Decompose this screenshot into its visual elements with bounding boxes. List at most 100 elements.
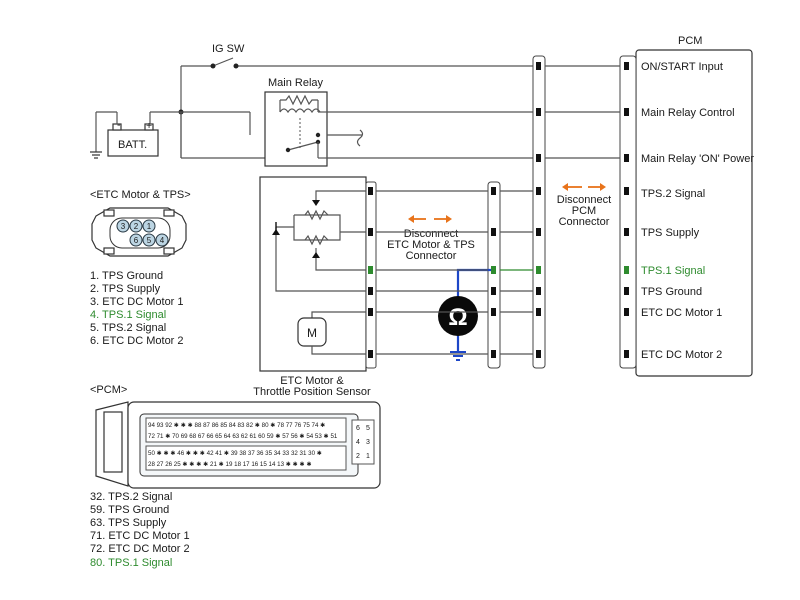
pcm-box-pin-on-start xyxy=(624,62,629,70)
pcm-connector-row: 94 93 92 ✱ ✱ ✱ 88 87 86 85 84 83 82 ✱ 80… xyxy=(148,422,325,429)
etc-connector-tab-top-right xyxy=(163,209,175,217)
motor-wire-1 xyxy=(311,311,366,318)
pcm-connector-row: 50 ✱ ✱ ✱ 46 ✱ ✱ ✱ 42 41 ✱ 39 38 37 36 35… xyxy=(148,450,322,457)
disconnect-etc-line2: ETC Motor & TPS xyxy=(387,239,475,251)
pcm-title: PCM xyxy=(678,35,702,47)
disconnect-etc-arrow-left-head xyxy=(408,215,414,223)
pcm-box-pin-tps1-signal xyxy=(624,266,629,274)
etc-connector-pin-circle-2 xyxy=(129,219,143,233)
pcm-rail-pin-tps1-signal xyxy=(536,266,541,274)
pcm-pin-label: ON/START Input xyxy=(641,61,723,73)
etc-harness-pin-etc-motor-2 xyxy=(491,350,496,358)
etc-connector-pin-number: 4 xyxy=(160,236,165,245)
pcm-pin-label: ETC DC Motor 1 xyxy=(641,307,722,319)
etc-connector-pin-circle-6 xyxy=(129,233,143,247)
disconnect-pcm-line3: Connector xyxy=(559,216,610,228)
etc-sensor-pin-tps-supply xyxy=(368,228,373,236)
etc-pin-list-item: 5. TPS.2 Signal xyxy=(90,322,166,334)
battery-plus-sign: + xyxy=(146,120,152,132)
etc-connector-pin-number: 2 xyxy=(134,222,139,231)
etc-harness-pin-tps-ground xyxy=(491,287,496,295)
pcm-connector-lower-block xyxy=(145,445,347,471)
etc-sensor-pin-tps2-signal xyxy=(368,187,373,195)
pcm-rail-pin-etc-motor-2 xyxy=(536,350,541,358)
etc-connector-pin-circle-5 xyxy=(142,233,156,247)
etc-connector-tab-top-left xyxy=(103,209,115,217)
pcm-rail-pin-etc-motor-1 xyxy=(536,308,541,316)
etc-connector-pin-circles xyxy=(116,219,169,247)
pcm-rail-pin-on-start xyxy=(536,62,541,70)
pcm-rail-pin-tps-ground xyxy=(536,287,541,295)
relay-contact xyxy=(287,141,319,151)
pcm-connector-side-pin: 1 xyxy=(366,453,370,460)
tps-resistor-1 xyxy=(304,209,329,221)
etc-pin-list-item: 6. ETC DC Motor 2 xyxy=(90,335,184,347)
pcm-pin-label: Main Relay Control xyxy=(641,107,735,119)
etc-to-harness-wires xyxy=(376,190,488,355)
etc-pin-list: 1. TPS Ground 2. TPS Supply 3. ETC DC Mo… xyxy=(90,270,184,347)
battery-label: BATT. xyxy=(118,139,147,151)
pcm-connector-row: 28 27 26 25 ✱ ✱ ✱ ✱ 21 ✱ 19 18 17 16 15 … xyxy=(148,461,312,468)
disconnect-etc-line3: Connector xyxy=(406,250,457,262)
ig-switch-blade xyxy=(212,57,234,67)
pcm-connector-side-pin: 4 xyxy=(356,439,360,446)
etc-sensor-label-line1: ETC Motor & xyxy=(280,375,344,387)
etc-connector-pin-circle-3 xyxy=(116,219,130,233)
etc-connector-pin-number: 6 xyxy=(134,236,139,245)
motor-wire-2 xyxy=(311,346,366,355)
pcm-pin-label: Main Relay 'ON' Power xyxy=(641,153,754,165)
etc-pin-list-item: 3. ETC DC Motor 1 xyxy=(90,296,184,308)
disconnect-pcm-arrows xyxy=(562,183,606,191)
pcm-pin-label-highlight: TPS.1 Signal xyxy=(641,265,705,277)
etc-connector-pin-number: 1 xyxy=(147,222,152,231)
disconnect-pcm-line2: PCM xyxy=(572,205,596,217)
pcm-pin-label: TPS.2 Signal xyxy=(641,188,705,200)
pcm-pin-label: TPS Ground xyxy=(641,286,702,298)
etc-connector-pin-circle-4 xyxy=(155,233,169,247)
pcm-connector-title: <PCM> xyxy=(90,384,127,396)
pcm-rail-pin-main-relay-on-power xyxy=(536,154,541,162)
pcm-pin-list: 32. TPS.2 Signal 59. TPS Ground 63. TPS … xyxy=(90,491,190,569)
battery-terminal-plus xyxy=(144,123,154,131)
battery-symbol xyxy=(107,129,159,157)
pcm-rail-pin-main-relay-control xyxy=(536,108,541,116)
etc-connector-pin-number: 5 xyxy=(147,236,152,245)
wire-break-symbol xyxy=(356,129,364,147)
etc-connector-tab-bottom-right xyxy=(163,247,175,255)
pcm-rail-pin-tps2-signal xyxy=(536,187,541,195)
disconnect-etc-arrow-right-head xyxy=(446,215,452,223)
etc-connector-pin-number: 3 xyxy=(121,222,126,231)
disconnect-pcm-arrow-right-head xyxy=(600,183,606,191)
etc-harness-pin-tps1-signal xyxy=(491,266,496,274)
pcm-pin-label: TPS Supply xyxy=(641,227,700,239)
pcm-box-pin-tps-supply xyxy=(624,228,629,236)
etc-sensor-pin-tps1-signal xyxy=(368,266,373,274)
disconnect-pcm-arrow-left-head xyxy=(562,183,568,191)
etc-sensor-pins xyxy=(368,187,373,358)
pcm-pin-list-item: 63. TPS Supply xyxy=(90,517,167,529)
pcm-box-connector xyxy=(619,55,637,369)
pcm-pin-list-item: 32. TPS.2 Signal xyxy=(90,491,172,503)
disconnect-pcm-line1: Disconnect xyxy=(557,194,611,206)
tps-resistor-2 xyxy=(304,234,329,246)
pcm-rail-pins xyxy=(536,62,541,358)
pcm-pin-list-item: 72. ETC DC Motor 2 xyxy=(90,543,190,555)
etc-pin-list-item-highlight: 4. TPS.1 Signal xyxy=(90,309,166,321)
pcm-pin-labels: ON/START Input Main Relay Control Main R… xyxy=(641,61,754,361)
etc-sensor-pin-etc-motor-2 xyxy=(368,350,373,358)
pcm-connector-side-pin: 6 xyxy=(356,425,360,432)
pcm-connector-side-block xyxy=(351,419,375,465)
etc-connector-pin-circle-1 xyxy=(142,219,156,233)
etc-pin-list-item: 2. TPS Supply xyxy=(90,283,161,295)
ig-switch-node-left xyxy=(210,63,216,69)
tps-wiper-arrow-lower xyxy=(312,252,320,258)
etc-sensor-pin-etc-motor-1 xyxy=(368,308,373,316)
etc-harness-pin-tps-supply xyxy=(491,228,496,236)
pcm-pin-label: ETC DC Motor 2 xyxy=(641,349,722,361)
ohm-symbol: Ω xyxy=(448,304,467,331)
battery-minus-sign: - xyxy=(117,119,121,131)
etc-harness-pin-etc-motor-1 xyxy=(491,308,496,316)
harness-wires xyxy=(500,65,620,355)
pcm-pin-list-item-highlight: 80. TPS.1 Signal xyxy=(90,557,172,569)
disconnect-etc-arrows xyxy=(408,215,452,223)
